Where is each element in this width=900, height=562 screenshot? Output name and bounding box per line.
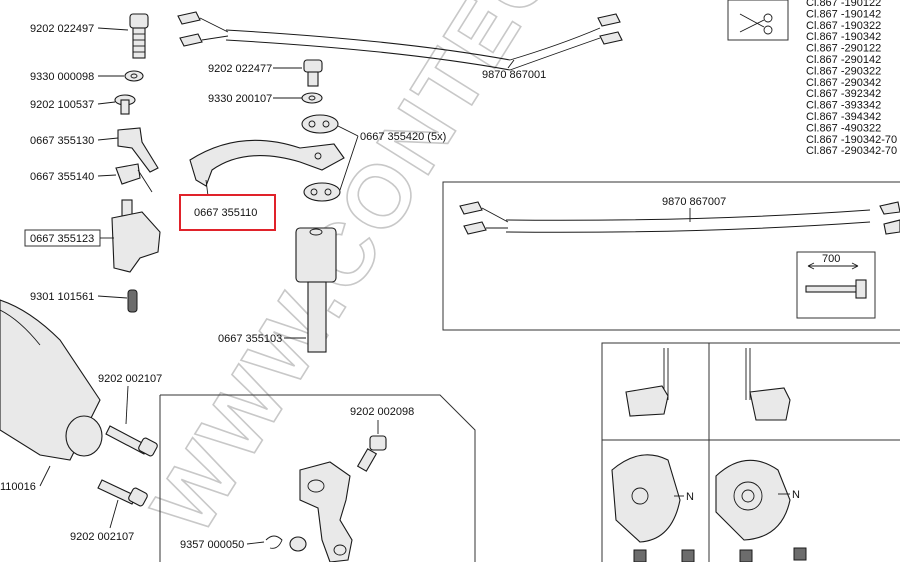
label-cable-top: 9870 867001 bbox=[482, 69, 546, 81]
highlight-box bbox=[179, 194, 276, 231]
label-washer-set: 0667 355420 (5x) bbox=[360, 131, 446, 143]
label-n-right: N bbox=[792, 489, 800, 501]
watermark: WWW.CONTEC.PL bbox=[132, 0, 655, 550]
label-screw-small: 9202 100537 bbox=[30, 99, 94, 111]
cable-frame bbox=[442, 181, 900, 331]
housing bbox=[0, 299, 103, 461]
label-dim: 700 bbox=[822, 253, 840, 265]
cable-top bbox=[177, 11, 623, 71]
washer-mid bbox=[301, 92, 323, 104]
label-washer-mid: 9330 200107 bbox=[208, 93, 272, 105]
label-clip-b: 0667 355140 bbox=[30, 171, 94, 183]
label-cable-mid: 9870 867007 bbox=[662, 196, 726, 208]
bolt-c bbox=[356, 435, 387, 472]
label-bolt-top: 9202 022497 bbox=[30, 23, 94, 35]
cam-right bbox=[715, 459, 807, 562]
bracket bbox=[299, 461, 353, 562]
dimension-inset: 700 bbox=[796, 251, 876, 319]
label-clip-a: 0667 355130 bbox=[30, 135, 94, 147]
lower-frame bbox=[159, 394, 476, 562]
bolt-top bbox=[129, 13, 149, 59]
class-list-item: Cl.867 -490322 bbox=[806, 122, 881, 134]
variants-frame bbox=[601, 342, 900, 562]
cam-left bbox=[611, 454, 695, 562]
ring bbox=[265, 535, 307, 552]
block bbox=[111, 199, 161, 273]
cable-mid bbox=[459, 201, 900, 235]
clip-a bbox=[117, 127, 159, 173]
class-list-item: Cl.867 -290122 bbox=[806, 43, 881, 55]
scissors-icon bbox=[727, 0, 789, 41]
label-shaft: 0667 355103 bbox=[218, 333, 282, 345]
class-list-item: Cl.867 -190342 bbox=[806, 31, 881, 43]
class-list-item: Cl.867 -190342-70 bbox=[806, 134, 897, 146]
screw-small bbox=[114, 94, 136, 115]
class-list-item: Cl.867 -190122 bbox=[806, 0, 881, 9]
screw-mid bbox=[303, 59, 323, 87]
label-washer-top: 9330 000098 bbox=[30, 71, 94, 83]
label-block: 0667 355123 bbox=[30, 233, 94, 245]
label-bolt-b: 9202 002107 bbox=[70, 531, 134, 543]
label-plate-highlight: 0667 355110 bbox=[194, 207, 257, 219]
shaft bbox=[295, 227, 337, 353]
bolt-a bbox=[105, 425, 158, 457]
variant-a bbox=[625, 348, 669, 417]
variant-b bbox=[745, 348, 791, 421]
class-list-item: Cl.867 -394342 bbox=[806, 111, 881, 123]
washer-set bbox=[301, 114, 341, 202]
class-list-item: Cl.867 -190142 bbox=[806, 8, 881, 20]
class-list-item: Cl.867 -190322 bbox=[806, 20, 881, 32]
label-screw-mid: 9202 022477 bbox=[208, 63, 272, 75]
label-pin: 9301 101561 bbox=[30, 291, 94, 303]
label-bolt-a: 9202 002107 bbox=[98, 373, 162, 385]
class-list-item: Cl.867 -290322 bbox=[806, 65, 881, 77]
plate bbox=[189, 139, 345, 187]
bolt-b bbox=[97, 479, 148, 507]
washer-top bbox=[124, 70, 144, 82]
label-n-left: N bbox=[686, 491, 694, 503]
class-list-item: Cl.867 -290142 bbox=[806, 54, 881, 66]
pin bbox=[127, 289, 138, 313]
clip-b bbox=[115, 163, 153, 193]
class-list-item: Cl.867 -290342-70 bbox=[806, 145, 897, 157]
label-cut-left: 110016 bbox=[0, 481, 36, 493]
class-list-item: Cl.867 -392342 bbox=[806, 88, 881, 100]
label-ring: 9357 000050 bbox=[180, 539, 244, 551]
label-bolt-c: 9202 002098 bbox=[350, 406, 414, 418]
class-list-item: Cl.867 -290342 bbox=[806, 77, 881, 89]
class-list-item: Cl.867 -393342 bbox=[806, 100, 881, 112]
